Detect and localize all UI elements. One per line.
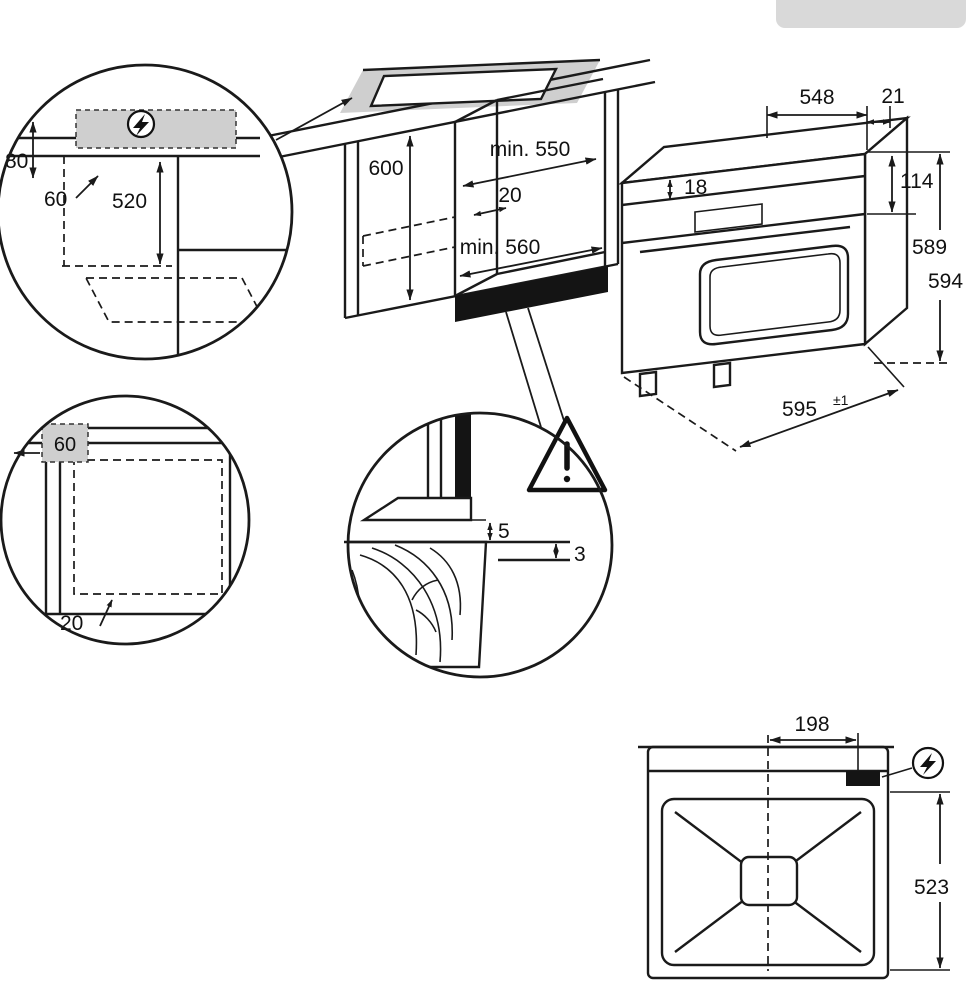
dim-label-589: 589	[912, 236, 947, 259]
dim-label-594: 594	[928, 270, 963, 293]
dim-label-595: 595	[782, 398, 817, 421]
connection-dimensions: 80 60 520	[5, 121, 164, 265]
detail-circle-base: 60 20	[0, 394, 251, 646]
base-corner-zone-box	[41, 423, 89, 463]
worktop	[267, 58, 656, 160]
mains-cable-box	[846, 771, 880, 786]
dim-label-114: 114	[900, 170, 934, 193]
hob-cutout-opening	[369, 67, 558, 108]
shim-dimensions: 5 3	[344, 415, 608, 566]
dim-label-min560: min. 560	[460, 236, 541, 259]
dim-label-5: 5	[498, 520, 510, 543]
oven-foot-right	[712, 361, 732, 389]
top-view-dimensions: 198 523	[769, 713, 950, 971]
dim-label-21: 21	[881, 85, 904, 108]
plinth-vent-strip	[455, 266, 608, 322]
detail-pointer-arrow	[275, 97, 353, 141]
dim-label-600: 600	[368, 157, 403, 180]
dim-label-3: 3	[574, 543, 586, 566]
niche-dimensions: 600 min. 550 20 min. 560	[368, 135, 603, 301]
connection-zone-box	[75, 109, 237, 149]
dim-label-198: 198	[794, 713, 829, 736]
oven-foot-left	[638, 370, 658, 398]
detail-circle-electrical: 80 60 520	[0, 63, 294, 361]
dim-label-60-connection: 60	[44, 188, 67, 211]
oven-dimensions: 548 21 18 114 589 594 595 ±1	[623, 85, 963, 452]
dim-label-80: 80	[5, 150, 28, 173]
rear-panel-edge	[455, 413, 471, 520]
cabinet-niche: 600 min. 550 20 min. 560	[343, 77, 620, 322]
detail-circle-shim: 5 3	[344, 411, 614, 679]
electric-connection-icon-top-view	[911, 746, 945, 780]
warning-triangle-icon	[526, 415, 608, 493]
dim-label-20-niche: 20	[498, 184, 521, 207]
dim-label-520: 520	[112, 190, 147, 213]
dim-label-548: 548	[799, 86, 834, 109]
dim-label-min550: min. 550	[490, 138, 571, 161]
dim-label-18: 18	[684, 176, 707, 199]
dim-label-595-tolerance: ±1	[833, 392, 849, 408]
wood-block	[348, 540, 488, 669]
top-view-center-plate	[739, 855, 799, 907]
oven-display	[694, 203, 763, 233]
top-right-tab	[776, 0, 966, 28]
dim-label-60-base: 60	[54, 434, 76, 456]
oven-top-view: 198 523	[638, 713, 950, 980]
oven-door-window	[698, 244, 850, 346]
dim-label-523: 523	[914, 876, 949, 899]
electric-connection-icon	[126, 109, 156, 139]
oven-isometric: 548 21 18 114 589 594 595 ±1	[618, 85, 963, 452]
oven-front-face	[620, 152, 867, 375]
